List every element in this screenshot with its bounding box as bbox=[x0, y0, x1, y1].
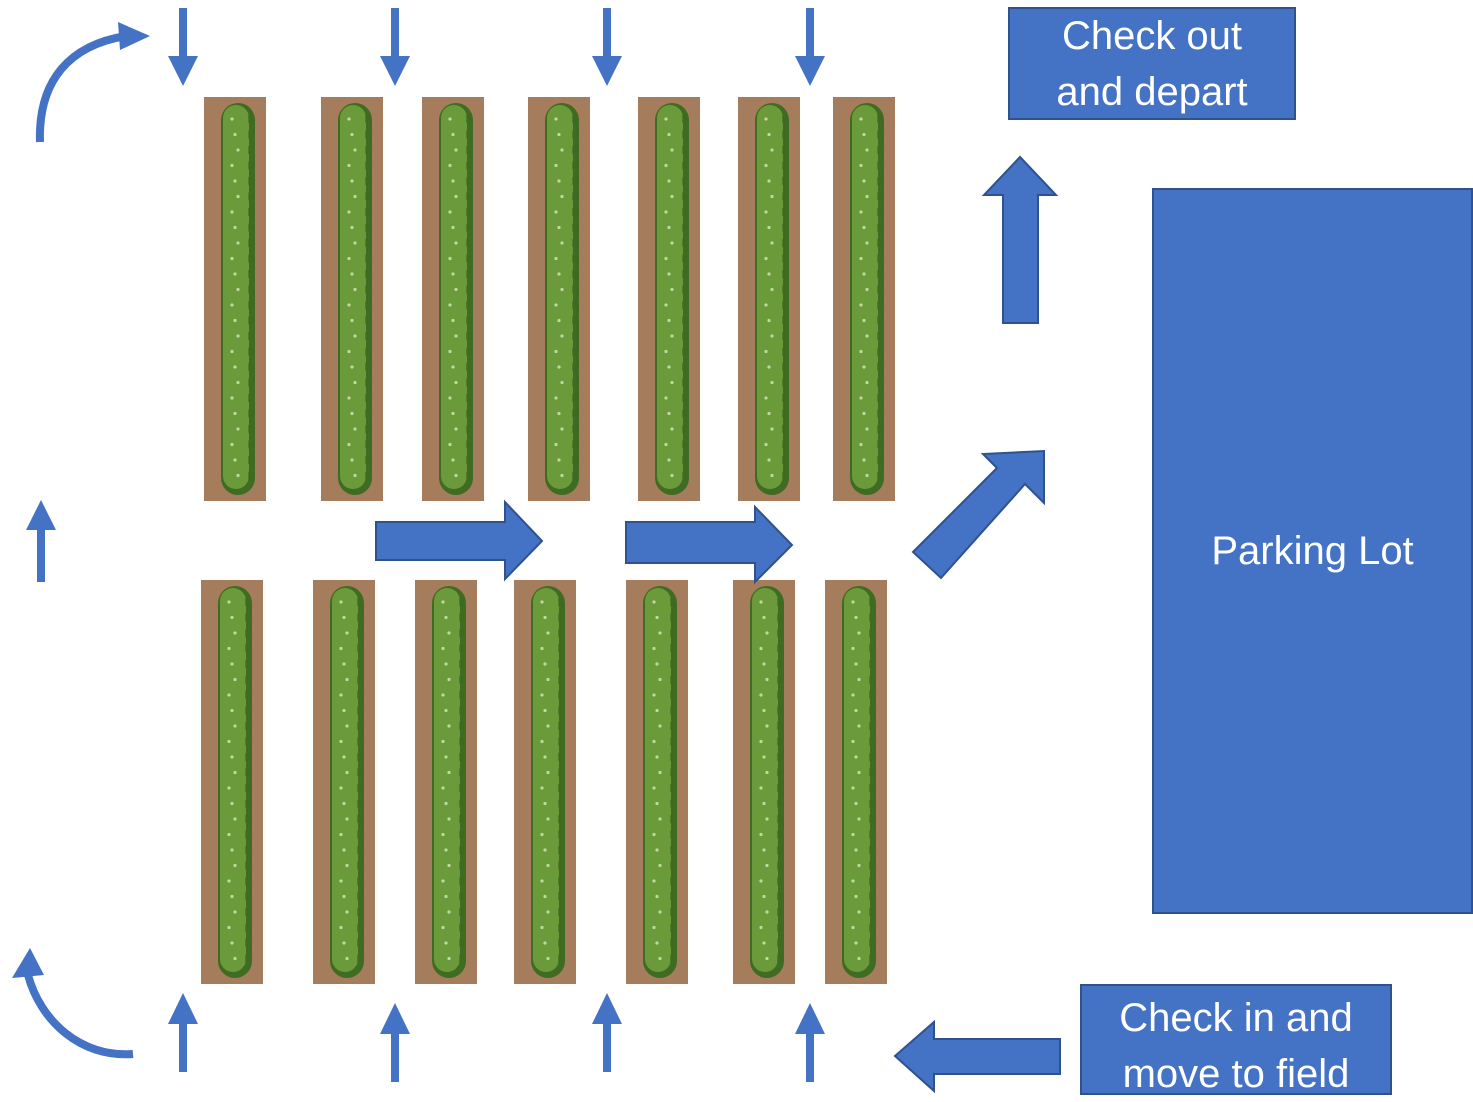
parking-lot: Parking Lot bbox=[1152, 188, 1473, 914]
crop-row-bottom bbox=[415, 580, 477, 984]
curved-arrow-icon bbox=[35, 32, 127, 143]
checkout-box: Check out and depart bbox=[1008, 7, 1296, 120]
checkin-box: Check in and move to field bbox=[1080, 984, 1392, 1096]
crop-row-top bbox=[738, 97, 800, 501]
diagonal-arrow-icon bbox=[911, 449, 1045, 580]
left-arrow-icon bbox=[893, 1019, 1061, 1094]
down-arrow-icon bbox=[592, 8, 622, 86]
up-arrow-icon bbox=[26, 500, 56, 582]
curved-arrow-icon bbox=[24, 973, 134, 1059]
crop-row-bottom bbox=[626, 580, 688, 984]
up-arrow-icon bbox=[795, 1003, 825, 1082]
crop-row-bottom bbox=[825, 580, 887, 984]
right-arrow-icon bbox=[625, 504, 794, 585]
crop-row-bottom bbox=[201, 580, 263, 984]
down-arrow-icon bbox=[380, 8, 410, 86]
checkout-label: Check out and depart bbox=[1056, 13, 1248, 114]
crop-row-top bbox=[204, 97, 266, 501]
down-arrow-icon bbox=[795, 8, 825, 86]
checkin-label: Check in and move to field bbox=[1119, 996, 1353, 1096]
crop-row-bottom bbox=[313, 580, 375, 984]
down-arrow-icon bbox=[168, 8, 198, 86]
parking-lot-label: Parking Lot bbox=[1211, 529, 1414, 573]
crop-row-top bbox=[833, 97, 895, 501]
crop-row-top bbox=[528, 97, 590, 501]
crop-row-top bbox=[638, 97, 700, 501]
up-arrow-icon bbox=[592, 993, 622, 1072]
crop-row-top bbox=[422, 97, 484, 501]
crop-row-bottom bbox=[514, 580, 576, 984]
crop-row-bottom bbox=[733, 580, 795, 984]
up-arrow-icon bbox=[168, 993, 198, 1072]
up-arrow-icon bbox=[380, 1003, 410, 1082]
up-arrow-icon bbox=[981, 155, 1059, 324]
right-arrow-icon bbox=[375, 499, 544, 582]
crop-row-top bbox=[321, 97, 383, 501]
